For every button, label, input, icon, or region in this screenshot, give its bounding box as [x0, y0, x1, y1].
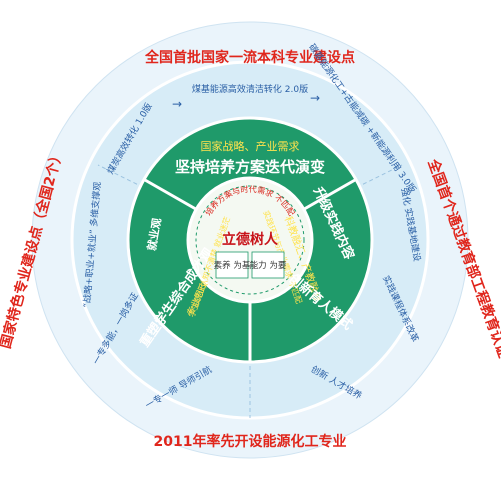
arrow-icon: → [310, 91, 320, 105]
inner-top-title: 坚持培养方案迭代演变 [175, 158, 325, 176]
inner-left-subtitle: 就业观 [144, 217, 164, 252]
inner-top-subtitle: 国家战略、产业需求 [201, 139, 300, 153]
center-inner-dashed [195, 185, 305, 295]
outer-label-bottom: 2011年率先开设能源化工专业 [154, 433, 347, 450]
center-right-label: 能力 为要 [250, 260, 287, 271]
outer-label-top: 全国首批国家一流本科专业建设点 [144, 49, 355, 66]
center-right-box [251, 251, 285, 279]
arrow-icon: → [172, 97, 182, 111]
center-title: 立德树人 [222, 231, 279, 248]
center-left-label: 素养 为基 [214, 260, 251, 271]
center-left-box [215, 251, 249, 279]
middle-top-step-2: 煤基能源高效清洁转化 2.0版 [192, 83, 308, 95]
